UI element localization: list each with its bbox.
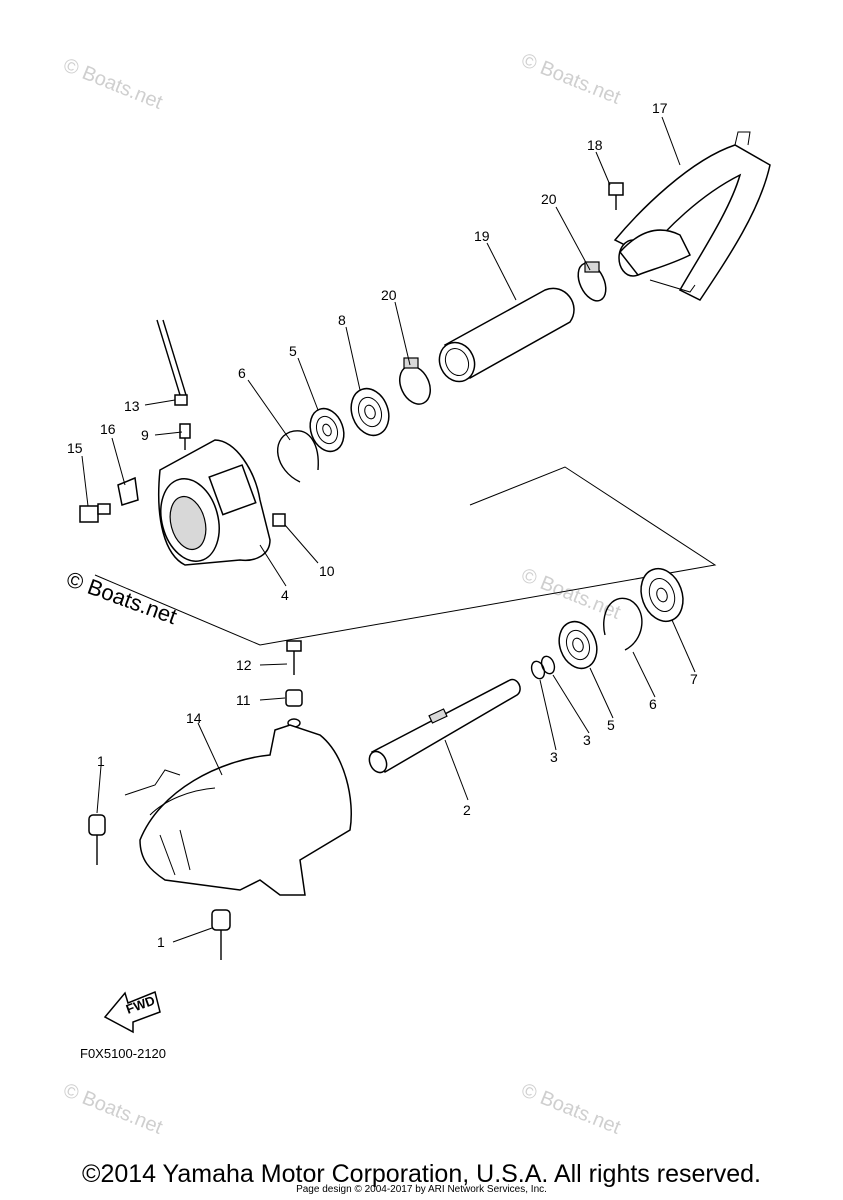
copyright-text: ©2014 Yamaha Motor Corporation, U.S.A. A… [82,1160,761,1188]
callout-11: 11 [236,692,251,708]
part-8-bearing [350,387,390,437]
callout-10: 10 [319,563,335,579]
callout-3: 3 [550,749,558,765]
callout-14: 14 [186,710,202,726]
part-3-o-ring [530,660,546,680]
callout-2: 2 [463,802,471,818]
part-1-bolt-upper [88,814,106,865]
part-15-bolt [79,503,111,523]
callout-12: 12 [236,657,252,673]
part-17-nozzle-cover [613,131,771,301]
part-10-pin [272,513,286,527]
callout-6: 6 [649,696,657,712]
leader-lines [81,116,696,943]
callout-1: 1 [97,753,105,769]
part-6-circlip-lower [603,597,643,651]
callout-15: 15 [67,440,83,456]
watermark: © Boats.net [60,54,166,114]
part-16-bracket [117,476,139,506]
callout-labels: 17 18 20 19 20 8 5 6 13 9 16 15 10 4 12 … [67,100,698,950]
part-5-bearing-lower [558,620,598,670]
callout-3: 3 [583,732,591,748]
part-4-bearing-housing [157,439,271,566]
part-2-drive-shaft [368,678,521,774]
watermark-dark: © Boats.net [63,566,180,629]
callout-4: 4 [281,587,289,603]
callout-18: 18 [587,137,603,153]
callout-1: 1 [157,934,165,950]
callout-6: 6 [238,365,246,381]
callout-5: 5 [607,717,615,733]
part-20-clamp-upper [577,261,607,302]
callout-19: 19 [474,228,490,244]
part-7-bearing [640,567,684,623]
part-18-bolt [608,182,624,210]
callout-13: 13 [124,398,140,414]
part-12-bolt [286,640,302,675]
watermark: © Boats.net [518,564,624,624]
callout-5: 5 [289,343,297,359]
callout-20: 20 [541,191,557,207]
callout-8: 8 [338,312,346,328]
callout-7: 7 [690,671,698,687]
watermark: © Boats.net [518,49,624,109]
fwd-arrow-icon: FWD [103,990,161,1034]
callout-16: 16 [100,421,116,437]
page-design-credit: Page design © 2004-2017 by ARI Network S… [296,1184,547,1195]
part-20-clamp-middle [399,357,431,405]
part-14-cover [124,724,352,896]
callout-20: 20 [381,287,397,303]
subassembly-outline [94,466,717,646]
watermark: © Boats.net [518,1079,624,1139]
part-3-o-ring [540,655,556,675]
callout-17: 17 [652,100,668,116]
part-9-fitting [179,423,191,450]
part-19-hose [438,287,575,383]
part-13-cable [156,319,188,406]
part-6-circlip-upper [277,430,319,483]
part-11-collar [285,689,303,707]
part-5-bearing-upper [309,407,345,453]
diagram-code: F0X5100-2120 [80,1046,166,1061]
part-1-bolt-lower [211,909,231,960]
callout-9: 9 [141,427,149,443]
watermark: © Boats.net [60,1079,166,1139]
